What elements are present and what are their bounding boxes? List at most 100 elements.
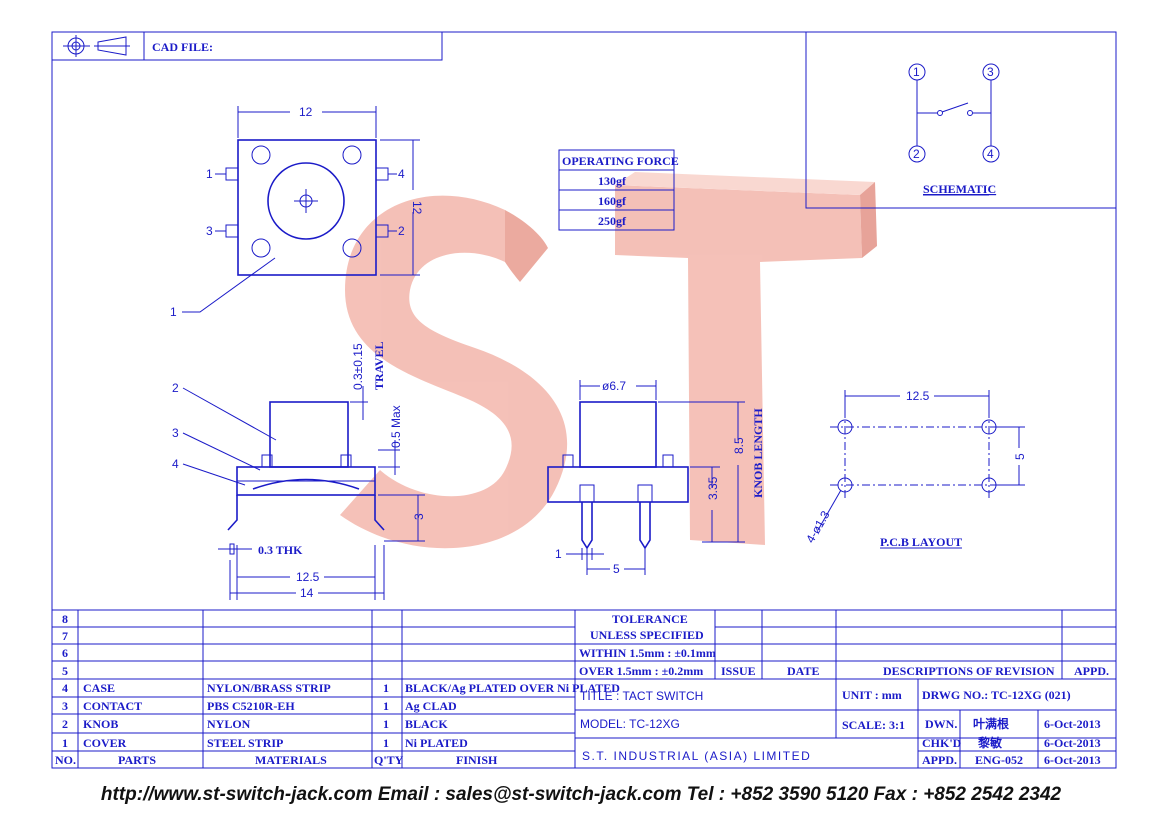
schematic-pin-3: 3: [987, 65, 994, 79]
top-view: 1 4 3 2 12 12 1: [170, 105, 424, 319]
bom-no: 2: [62, 717, 68, 731]
schematic-label: SCHEMATIC: [923, 182, 996, 196]
side-view: 2 3 4 0.3±0.15 TRAVEL 0.5 Max 3 0.3 THK …: [172, 342, 426, 600]
approved-by-name: ENG-052: [975, 753, 1023, 767]
bom-row-7-no: 7: [62, 629, 68, 643]
bom-row: 1 COVER STEEL STRIP 1 Ni PLATED: [62, 736, 468, 750]
bom-material: STEEL STRIP: [207, 736, 283, 750]
pin-span-dim: 12.5: [296, 570, 320, 584]
body-height-dim: 3.35: [706, 476, 720, 500]
thickness-dim: 0.3 THK: [258, 543, 303, 557]
pcb-width-dim: 12.5: [906, 389, 930, 403]
bom-row: 3 CONTACT PBS C5210R-EH 1 Ag CLAD: [62, 699, 457, 713]
pcb-pitch-dim: 5: [1013, 453, 1027, 460]
bom-qty: 1: [383, 717, 389, 731]
callout-3: 3: [172, 426, 179, 440]
bom-finish: Ni PLATED: [405, 736, 468, 750]
bom-row: 2 KNOB NYLON 1 BLACK: [62, 717, 448, 731]
bom-header-no: NO.: [55, 753, 76, 767]
revision-issue-header: ISSUE: [721, 664, 756, 678]
top-pin-4-label: 4: [398, 167, 405, 181]
pcb-holes-dim: 4-ø1.3: [803, 508, 833, 545]
max-travel-dim: 0.5 Max: [389, 405, 403, 448]
revision-desc-header: DESCRIPTIONS OF REVISION: [883, 664, 1055, 678]
watermark-letter-s: [340, 195, 568, 549]
revision-date-header: DATE: [787, 664, 819, 678]
cad-header: CAD FILE:: [51, 31, 443, 61]
projection-symbol-icon: [63, 35, 130, 57]
bom-material: PBS C5210R-EH: [207, 699, 295, 713]
approved-date: 6-Oct-2013: [1044, 753, 1101, 767]
callout-4: 4: [172, 457, 179, 471]
tolerance-subtitle: UNLESS SPECIFIED: [590, 628, 704, 642]
bom-part: CASE: [83, 681, 115, 695]
checked-by-name: 黎敏: [978, 735, 1003, 750]
revision-appd-header: APPD.: [1074, 664, 1109, 678]
overall-width-dim: 14: [300, 586, 314, 600]
bom-part: COVER: [83, 736, 127, 750]
top-width-dim: 12: [299, 105, 313, 119]
bom-finish: BLACK: [405, 717, 448, 731]
title-block-grid: [52, 609, 1116, 768]
drawn-by-name: 叶满根: [973, 716, 1009, 731]
operating-force-table: OPERATING FORCE 130gf 160gf 250gf: [558, 149, 679, 231]
sheet-border: [51, 31, 1117, 769]
bom-part: CONTACT: [83, 699, 142, 713]
pin-length-dim: 3: [412, 513, 426, 520]
unit-label: UNIT : mm: [842, 688, 902, 702]
bom-no: 3: [62, 699, 68, 713]
pin-width-dim: 1: [555, 547, 562, 561]
bom-qty: 1: [383, 699, 389, 713]
bom-row-5-no: 5: [62, 664, 68, 678]
top-pin-2-label: 2: [398, 224, 405, 238]
pcb-layout-label: P.C.B LAYOUT: [880, 535, 962, 549]
checked-date: 6-Oct-2013: [1044, 736, 1101, 750]
bom-part: KNOB: [83, 717, 118, 731]
cad-file-label: CAD FILE:: [152, 40, 213, 54]
callout-1: 1: [170, 305, 177, 319]
top-pin-1-label: 1: [206, 167, 213, 181]
schematic-panel: 1 2 3 4 SCHEMATIC: [805, 31, 1117, 209]
bom-no: 4: [62, 681, 68, 695]
bom-row-6-no: 6: [62, 646, 68, 660]
knob-length-label: KNOB LENGTH: [751, 408, 765, 498]
bom-finish: BLACK/Ag PLATED OVER Ni PLATED: [405, 681, 620, 695]
tolerance-within: WITHIN 1.5mm : ±0.1mm: [579, 646, 716, 660]
top-pin-3-label: 3: [206, 224, 213, 238]
drawn-date: 6-Oct-2013: [1044, 717, 1101, 731]
approved-by-label: APPD.: [922, 753, 957, 767]
bom-finish: Ag CLAD: [405, 699, 457, 713]
callout-2: 2: [172, 381, 179, 395]
watermark-letter-t: [615, 185, 862, 545]
bom-material: NYLON/BRASS STRIP: [207, 681, 331, 695]
bom-qty: 1: [383, 736, 389, 750]
travel-label: TRAVEL: [372, 342, 386, 390]
bom-qty: 1: [383, 681, 389, 695]
schematic-pin-1: 1: [913, 65, 920, 79]
company-name: S.T. INDUSTRIAL (ASIA) LIMITED: [582, 749, 811, 763]
bom-material: NYLON: [207, 717, 251, 731]
operating-force-130gf: 130gf: [598, 174, 627, 188]
checked-by-label: CHK'D: [922, 736, 962, 750]
schematic-pin-2: 2: [913, 147, 920, 161]
pcb-layout: 12.5 5 4-ø1.3 P.C.B LAYOUT: [803, 389, 1027, 549]
drawing-title: TITLE : TACT SWITCH: [580, 689, 703, 703]
bom-header-parts: PARTS: [118, 753, 156, 767]
operating-force-250gf: 250gf: [598, 214, 627, 228]
tolerance-title: TOLERANCE: [612, 612, 688, 626]
pin-pitch-dim: 5: [613, 562, 620, 576]
knob-height-dim: 8.5: [732, 437, 746, 454]
schematic-pin-4: 4: [987, 147, 994, 161]
bom-header-materials: MATERIALS: [255, 753, 327, 767]
tolerance-over: OVER 1.5mm : ±0.2mm: [579, 664, 703, 678]
knob-diameter-dim: ø6.7: [602, 379, 626, 393]
top-height-dim: 12: [410, 201, 424, 215]
bom-row: 4 CASE NYLON/BRASS STRIP 1 BLACK/Ag PLAT…: [62, 681, 620, 695]
bom-header-qty: Q'TY: [374, 753, 404, 767]
front-view: ø6.7 8.5 KNOB LENGTH 3.35 1 5: [547, 379, 765, 576]
drawing-model: MODEL: TC-12XG: [580, 717, 680, 731]
contact-footer: http://www.st-switch-jack.com Email : sa…: [100, 784, 1062, 805]
operating-force-title: OPERATING FORCE: [562, 154, 679, 168]
st-watermark-logo: [340, 172, 877, 549]
